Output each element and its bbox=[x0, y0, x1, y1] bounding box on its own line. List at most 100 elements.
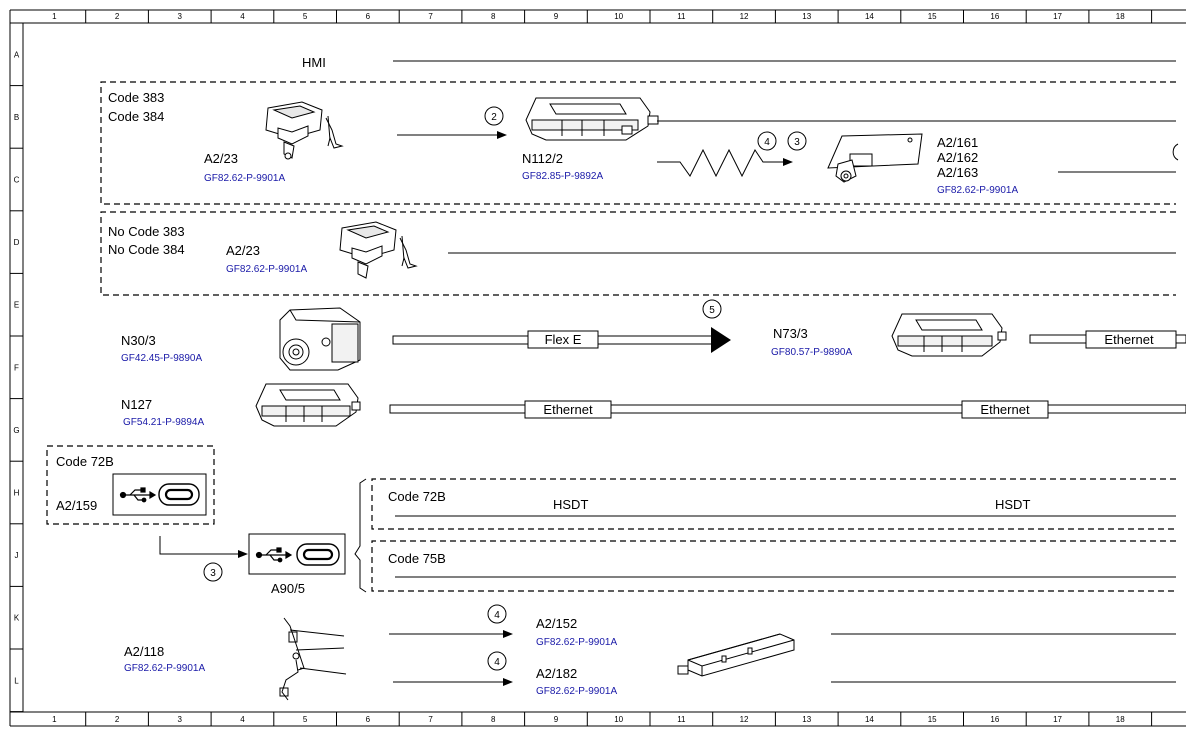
usb-c-port-icon bbox=[296, 543, 340, 566]
grid-column-label: 2 bbox=[115, 12, 120, 21]
arrow-head bbox=[238, 550, 248, 558]
a2-118-label: A2/118 bbox=[124, 644, 164, 659]
a2-152-ref-link[interactable]: GF82.62-P-9901A bbox=[536, 637, 617, 648]
antenna-bar-icon bbox=[677, 633, 795, 677]
grid-column-label: 5 bbox=[303, 12, 308, 21]
code-384-label: Code 384 bbox=[108, 109, 164, 124]
grid-column-label: 17 bbox=[1053, 12, 1062, 21]
grid-column-label: 4 bbox=[240, 12, 245, 21]
a90-5-label: A90/5 bbox=[271, 581, 305, 596]
grid-column-label: 14 bbox=[865, 12, 874, 21]
arrow-head bbox=[503, 630, 513, 638]
ethernet-tag-3 bbox=[961, 400, 1049, 419]
resistor-zigzag-icon bbox=[657, 148, 783, 178]
grid-column-label: 16 bbox=[990, 12, 999, 21]
hsdt-label-1: HSDT bbox=[553, 497, 588, 512]
grid-column-label: 14 bbox=[865, 715, 874, 724]
svg-text:2: 2 bbox=[491, 112, 497, 123]
grid-column-label: 4 bbox=[240, 715, 245, 724]
n112-2-ref-link[interactable]: GF82.85-P-9892A bbox=[522, 171, 603, 182]
n30-3-label: N30/3 bbox=[121, 333, 156, 348]
grid-row-label: D bbox=[14, 238, 20, 247]
a2-23-top-ref-link[interactable]: GF82.62-P-9901A bbox=[204, 173, 285, 184]
a2-161-label: A2/161 bbox=[937, 135, 978, 150]
code-72b-hsdt-box bbox=[371, 478, 1176, 530]
flex-e-label: Flex E bbox=[545, 332, 582, 347]
grid-row-label: K bbox=[14, 614, 20, 623]
flex-e-arrow-head bbox=[711, 327, 731, 353]
ethernet-label-2: Ethernet bbox=[543, 402, 593, 417]
grid-column-label: 15 bbox=[928, 12, 937, 21]
callout-4: 4 bbox=[487, 604, 507, 624]
callout-3: 3 bbox=[787, 131, 807, 151]
code-75b-box bbox=[371, 540, 1176, 592]
grid-column-label: 11 bbox=[677, 715, 686, 724]
grid-column-label: 18 bbox=[1116, 715, 1125, 724]
a2-162-label: A2/162 bbox=[937, 150, 978, 165]
svg-text:4: 4 bbox=[494, 610, 500, 621]
antenna-module-icon bbox=[827, 133, 923, 183]
grid-column-label: 6 bbox=[366, 715, 371, 724]
a2-23-mid-ref-link[interactable]: GF82.62-P-9901A bbox=[226, 264, 307, 275]
window-antenna-icon bbox=[279, 617, 347, 701]
n73-3-ref-link[interactable]: GF80.57-P-9890A bbox=[771, 347, 852, 358]
svg-text:3: 3 bbox=[210, 568, 216, 579]
usb-icon bbox=[255, 547, 293, 563]
ethernet-label-1: Ethernet bbox=[1104, 332, 1154, 347]
column-grid: 1122334455667788991010111112121313141415… bbox=[52, 10, 1153, 726]
grid-column-label: 3 bbox=[178, 12, 183, 21]
grid-column-label: 1 bbox=[52, 715, 57, 724]
grid-column-label: 9 bbox=[554, 12, 559, 21]
a2-182-ref-link[interactable]: GF82.62-P-9901A bbox=[536, 686, 617, 697]
camera-module-icon bbox=[339, 221, 418, 279]
grid-row-label: L bbox=[14, 676, 19, 685]
grid-row-label: G bbox=[13, 426, 19, 435]
a2-23-top-label: A2/23 bbox=[204, 151, 238, 166]
arrow-head bbox=[783, 158, 793, 166]
callout-4: 4 bbox=[487, 651, 507, 671]
a2-118-ref-link[interactable]: GF82.62-P-9901A bbox=[124, 663, 205, 674]
grid-column-label: 7 bbox=[428, 12, 433, 21]
grid-column-label: 10 bbox=[614, 12, 623, 21]
n127-ref-link[interactable]: GF54.21-P-9894A bbox=[123, 417, 204, 428]
arrow-head bbox=[497, 131, 507, 139]
grid-column-label: 1 bbox=[52, 12, 57, 21]
connection-arrow bbox=[159, 536, 238, 555]
flex-e-tag bbox=[527, 330, 599, 349]
grid-row-label: A bbox=[14, 50, 20, 59]
grid-column-label: 8 bbox=[491, 715, 496, 724]
grid-column-label: 5 bbox=[303, 715, 308, 724]
svg-text:5: 5 bbox=[709, 305, 715, 316]
control-unit-icon bbox=[525, 97, 659, 141]
a2-23-mid-label: A2/23 bbox=[226, 243, 260, 258]
sheet-frame bbox=[9, 9, 1186, 727]
grid-column-label: 15 bbox=[928, 715, 937, 724]
code-383-label: Code 383 bbox=[108, 90, 164, 105]
code-72b-label-a: Code 72B bbox=[56, 454, 114, 469]
ethernet-tag-2 bbox=[524, 400, 612, 419]
grid-column-label: 6 bbox=[366, 12, 371, 21]
a2-161-ref-link[interactable]: GF82.62-P-9901A bbox=[937, 185, 1018, 196]
svg-text:4: 4 bbox=[764, 137, 770, 148]
ethernet-bus-2 bbox=[389, 404, 1186, 414]
grid-column-label: 3 bbox=[178, 715, 183, 724]
grid-column-label: 8 bbox=[491, 12, 496, 21]
grid-column-label: 18 bbox=[1116, 12, 1125, 21]
a2-152-label: A2/152 bbox=[536, 616, 577, 631]
grid-row-label: B bbox=[14, 113, 19, 122]
callout-3: 3 bbox=[203, 562, 223, 582]
a2-163-label: A2/163 bbox=[937, 165, 978, 180]
n30-3-ref-link[interactable]: GF42.45-P-9890A bbox=[121, 353, 202, 364]
grid-column-label: 10 bbox=[614, 715, 623, 724]
grid-column-label: 13 bbox=[802, 12, 811, 21]
ethernet-label-3: Ethernet bbox=[980, 402, 1030, 417]
grid-row-label: E bbox=[14, 301, 19, 310]
ethernet-tag-1 bbox=[1085, 330, 1177, 349]
svg-text:4: 4 bbox=[494, 657, 500, 668]
stereo-camera-icon bbox=[279, 307, 361, 371]
callout-4: 4 bbox=[757, 131, 777, 151]
callout-2: 2 bbox=[484, 106, 504, 126]
grid-column-label: 2 bbox=[115, 715, 120, 724]
